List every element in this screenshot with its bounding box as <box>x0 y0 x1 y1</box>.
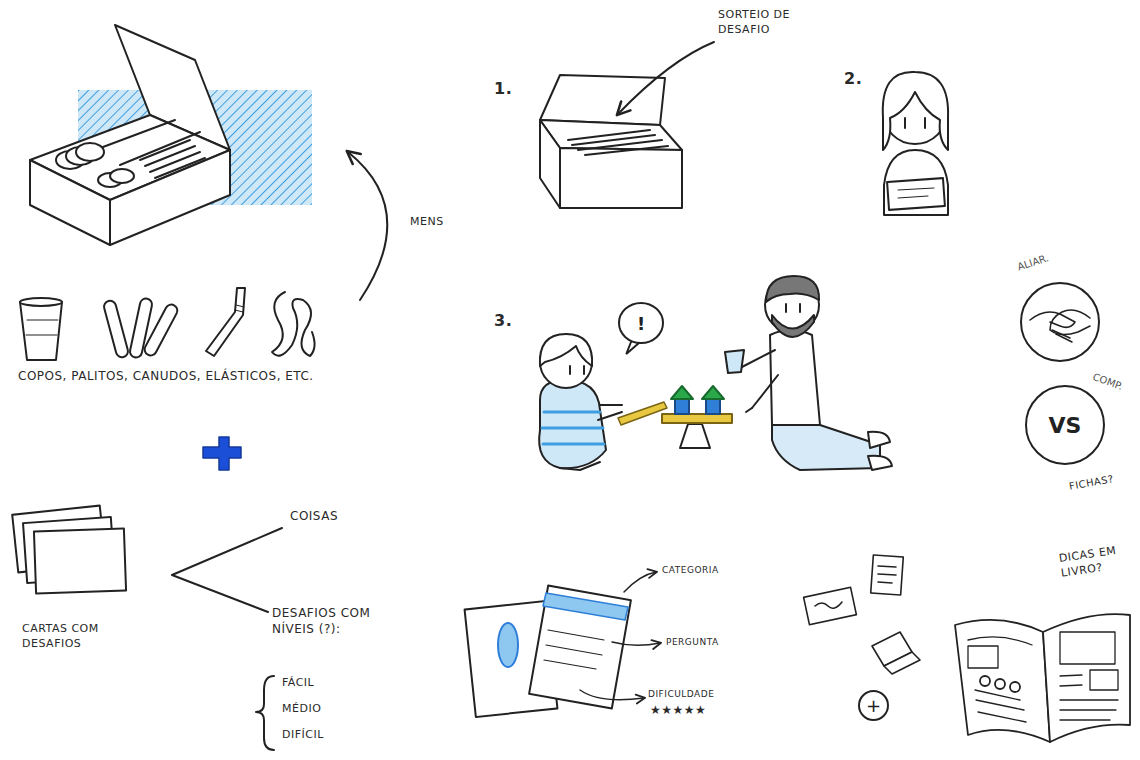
balance-toy <box>662 386 732 448</box>
question-cards <box>465 586 631 717</box>
sketch-label: 3. <box>494 310 524 332</box>
speech-bubble: ! <box>618 302 664 344</box>
straw-icon <box>206 288 245 356</box>
node-text: ALIAR. <box>1016 252 1050 272</box>
sketch-label: FICHAS? <box>1068 469 1135 494</box>
sketch-label: DICAS EM LIVRO? <box>1058 542 1135 582</box>
leader-arrow <box>618 42 714 114</box>
curved-arrow <box>348 152 387 300</box>
man-playing <box>725 276 892 470</box>
sketch-label: CATEGORIA <box>662 564 752 576</box>
draw-box <box>540 75 682 208</box>
node-text: + <box>866 695 881 716</box>
sketch-label: DIFÍCIL <box>282 728 352 743</box>
sketch-label: MENS <box>410 215 470 230</box>
circle-node: VSCOMP. <box>1025 385 1105 465</box>
node-content <box>1020 282 1100 362</box>
sketch-label: SORTEIO DE DESAFIO <box>718 8 814 38</box>
sketch-label: PERGUNTA <box>666 636 756 648</box>
sketch-label: COISAS <box>290 508 370 524</box>
node-text: COMP. <box>1091 371 1124 392</box>
extra-icons <box>804 555 920 674</box>
sketch-label: 2. <box>844 68 874 90</box>
circle-node: ALIAR. <box>1020 282 1100 362</box>
node-text: VS <box>1049 413 1082 438</box>
circle-node: + <box>858 690 889 721</box>
sketch-label: 1. <box>494 78 524 100</box>
plus-symbol <box>203 437 241 470</box>
sketch-label: ★★★★★ <box>650 702 750 718</box>
node-content: VS <box>1025 385 1105 465</box>
sketch-label: DIFICULDADE <box>648 688 748 700</box>
rubber-band-icon <box>272 292 315 356</box>
split-lines <box>172 528 282 612</box>
leader-line <box>624 572 656 592</box>
sketch-label: COPOS, PALITOS, CANUDOS, ELÁSTICOS, ETC. <box>18 368 438 384</box>
node-content: ! <box>618 302 664 344</box>
game-box <box>30 25 230 245</box>
girl-playing <box>539 334 622 470</box>
node-content: + <box>858 690 889 721</box>
sketch-label: DESAFIOS COM NÍVEIS (?): <box>272 605 397 637</box>
sketch-label: CARTAS COM DESAFIOS <box>22 622 132 652</box>
sticks-icon <box>103 297 180 358</box>
cup-icon <box>20 298 62 360</box>
sketch-label: FÁCIL <box>282 676 352 691</box>
yellow-stick <box>618 402 667 425</box>
bracket <box>256 676 274 750</box>
sketch-label: MÉDIO <box>282 702 352 717</box>
handshake-icon <box>1030 310 1090 342</box>
leader-line <box>612 642 660 645</box>
card-stack <box>12 506 126 594</box>
girl-reading <box>883 72 948 215</box>
node-text: ! <box>637 313 645 334</box>
book-icon <box>955 614 1130 742</box>
circle-outline <box>1020 282 1100 374</box>
leader-line <box>580 690 644 700</box>
